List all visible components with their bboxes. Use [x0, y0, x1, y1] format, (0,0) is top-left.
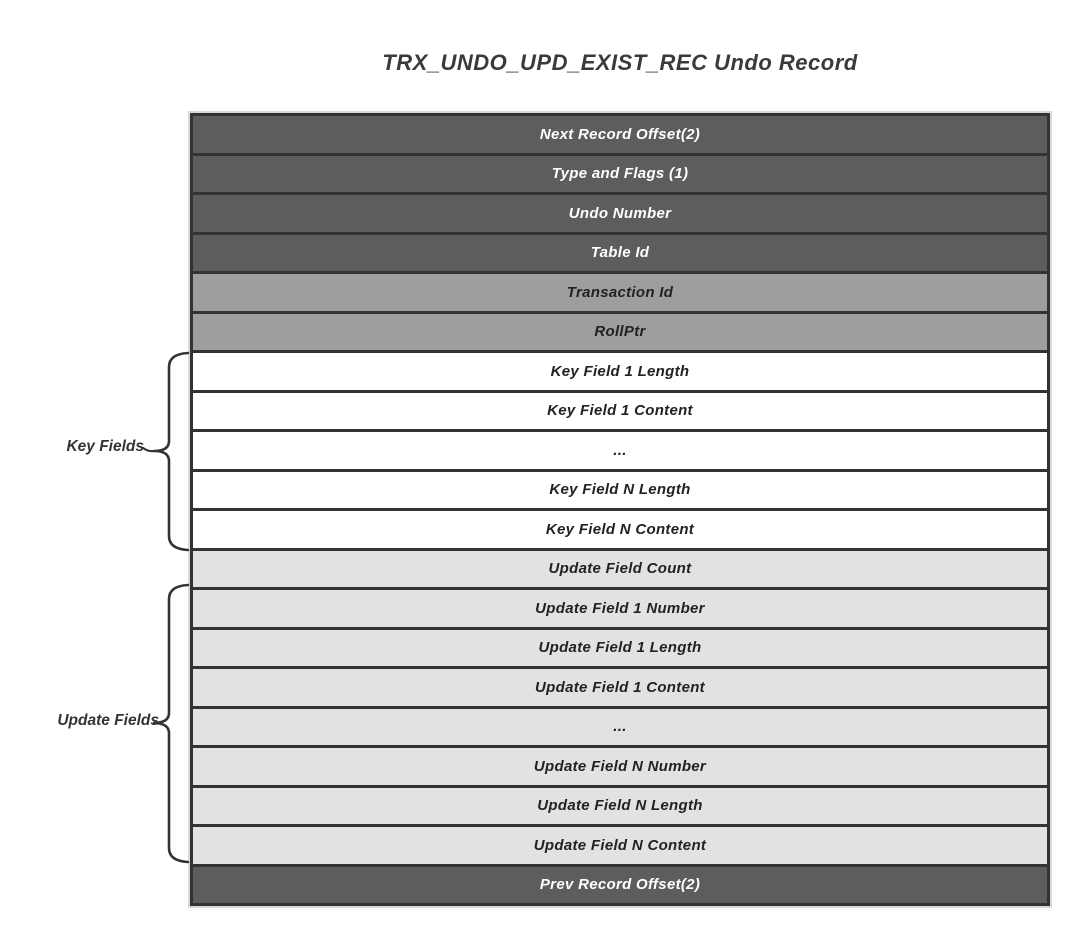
update-fields-label: Update Fields — [57, 712, 159, 729]
row-transaction-id: Transaction Id — [193, 274, 1047, 314]
row-update-field-n-length: Update Field N Length — [193, 787, 1047, 827]
row-type-and-flags: Type and Flags (1) — [193, 155, 1047, 195]
key-fields-connector — [141, 446, 156, 453]
row-update-field-n-number: Update Field N Number — [193, 748, 1047, 788]
row-key-field-1-content: Key Field 1 Content — [193, 392, 1047, 432]
row-key-fields-ellipsis: ... — [193, 432, 1047, 472]
row-table-id: Table Id — [193, 234, 1047, 274]
row-update-field-1-length: Update Field 1 Length — [193, 629, 1047, 669]
row-prev-record-offset: Prev Record Offset(2) — [193, 866, 1047, 903]
row-key-field-1-length: Key Field 1 Length — [193, 353, 1047, 393]
row-rollptr: RollPtr — [193, 313, 1047, 353]
row-update-fields-ellipsis: ... — [193, 708, 1047, 748]
row-update-field-1-content: Update Field 1 Content — [193, 669, 1047, 709]
row-key-field-n-length: Key Field N Length — [193, 471, 1047, 511]
row-update-field-count: Update Field Count — [193, 550, 1047, 590]
record-layout-table: Next Record Offset(2) Type and Flags (1)… — [188, 111, 1052, 908]
key-fields-brace — [153, 351, 190, 552]
row-update-field-n-content: Update Field N Content — [193, 827, 1047, 867]
row-undo-number: Undo Number — [193, 195, 1047, 235]
diagram-title: TRX_UNDO_UPD_EXIST_REC Undo Record — [382, 50, 858, 75]
key-fields-label: Key Fields — [66, 438, 144, 455]
row-key-field-n-content: Key Field N Content — [193, 511, 1047, 551]
row-update-field-1-number: Update Field 1 Number — [193, 590, 1047, 630]
row-next-record-offset: Next Record Offset(2) — [193, 116, 1047, 156]
